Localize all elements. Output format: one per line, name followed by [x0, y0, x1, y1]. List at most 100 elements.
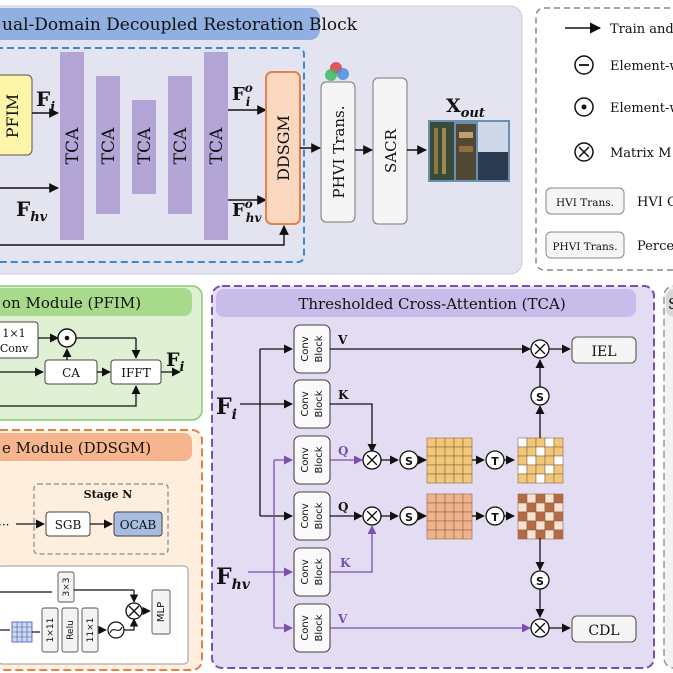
- tca-block-4: [168, 76, 192, 214]
- matrix-cell: [453, 529, 464, 540]
- legend-item-6: Perce: [637, 239, 673, 254]
- matrix-cell: [517, 437, 528, 448]
- tca-f-hv-label: Fhv: [216, 564, 251, 593]
- matrix-cell: [535, 493, 546, 504]
- matrix-cell: [544, 464, 555, 475]
- ddsgm-title: e Module (DDSGM): [2, 439, 151, 457]
- matrix-cell: [462, 511, 473, 522]
- matrix-cell: [544, 529, 555, 540]
- matrix-cell: [526, 511, 537, 522]
- matrix-cell: [526, 493, 537, 504]
- conv-block-k2: Conv Block: [293, 547, 331, 597]
- matrix-cell: [435, 437, 446, 448]
- label-k-top: K: [338, 388, 349, 402]
- matrix-cell: [526, 529, 537, 540]
- tca-label-4: TCA: [171, 127, 191, 164]
- matrix-cell: [444, 502, 455, 513]
- svg-text:S: S: [536, 575, 544, 588]
- matrix-cell: [453, 455, 464, 466]
- matrix-cell: [462, 529, 473, 540]
- matrix-cell: [426, 529, 437, 540]
- matrix-cell: [426, 493, 437, 504]
- matrix-cell: [444, 520, 455, 531]
- pfim-title-tab: [0, 288, 192, 316]
- stage-n-label: Stage N: [84, 488, 133, 501]
- svg-text:Conv: Conv: [300, 336, 311, 361]
- matrix-cell: [462, 493, 473, 504]
- matrix-cell: [444, 511, 455, 522]
- matrix-cell: [444, 455, 455, 466]
- right-panel-title: S: [668, 295, 673, 313]
- svg-text:S: S: [536, 391, 544, 404]
- matrix-cell: [426, 464, 437, 475]
- matrix-cell: [526, 502, 537, 513]
- sacr-block: [372, 77, 408, 225]
- f-hv-label: Fhv: [16, 197, 48, 225]
- matrix-cell: [517, 473, 528, 484]
- attention-matrix-4: [517, 493, 564, 540]
- svg-text:3×3: 3×3: [62, 578, 72, 597]
- matrix-cell: [435, 493, 446, 504]
- conv-block-v1: Conv Block: [293, 324, 331, 374]
- ddsgm-label: DDSGM: [274, 115, 293, 181]
- svg-text:S: S: [405, 455, 413, 468]
- tca-label-1: TCA: [63, 127, 83, 164]
- matrix-cell: [535, 529, 546, 540]
- matrix-cell: [535, 464, 546, 475]
- matrix-cell: [544, 493, 555, 504]
- matrix-cell: [462, 446, 473, 457]
- pfim-title: on Module (PFIM): [2, 294, 141, 312]
- matrix-cell: [462, 502, 473, 513]
- matrix-cell: [435, 455, 446, 466]
- matrix-cell: [444, 464, 455, 475]
- svg-text:T: T: [491, 455, 499, 468]
- grid-icon: [11, 621, 33, 643]
- matrix-cell: [426, 437, 437, 448]
- matrix-cell: [517, 493, 528, 504]
- matrix-cell: [535, 455, 546, 466]
- x-out-label: Xout: [446, 95, 485, 121]
- legend-item-5: HVI C: [637, 195, 673, 210]
- matrix-cell: [435, 520, 446, 531]
- tca-times-icon-4: [530, 618, 550, 638]
- matrix-cell: [444, 493, 455, 504]
- matrix-cell: [453, 446, 464, 457]
- svg-text:MLP: MLP: [156, 602, 167, 622]
- svg-text:Conv: Conv: [300, 391, 311, 416]
- ddsgm-ellipsis: ···: [0, 518, 9, 532]
- legend-item-2: Element-w: [610, 59, 673, 74]
- tca-block-2: [96, 76, 120, 214]
- matrix-cell: [517, 446, 528, 457]
- legend-item-1: Train and: [610, 22, 673, 37]
- svg-text:T: T: [491, 511, 499, 524]
- matrix-cell: [535, 502, 546, 513]
- svg-text:Conv: Conv: [300, 503, 311, 528]
- tca-times-icon-2: [362, 506, 382, 526]
- attention-matrix-2: [426, 493, 473, 540]
- matrix-cell: [544, 511, 555, 522]
- label-q-top: Q: [338, 444, 348, 458]
- matrix-cell: [535, 520, 546, 531]
- softmax-icon-3: S: [530, 386, 550, 406]
- softmax-icon-4: S: [530, 570, 550, 590]
- pfim-panel: on Module (PFIM) 1×1 Conv CA IFFT Fi: [0, 285, 203, 421]
- matrix-cell: [435, 502, 446, 513]
- conv-block-v2: Conv Block: [293, 603, 331, 653]
- ddsgm-title-tab: [0, 433, 192, 461]
- matrix-cell: [544, 446, 555, 457]
- legend-hvi-box-text: HVI Trans.: [556, 197, 614, 209]
- matrix-cell: [535, 473, 546, 484]
- top-panel-title-tab: [0, 8, 320, 40]
- matrix-cell: [544, 502, 555, 513]
- matrix-cell: [435, 446, 446, 457]
- legend-item-3: Element-w: [610, 101, 673, 116]
- svg-text:Block: Block: [314, 502, 325, 529]
- threshold-icon-2: T: [485, 506, 505, 526]
- matrix-cell: [426, 455, 437, 466]
- matrix-cell: [426, 511, 437, 522]
- matrix-cell: [553, 502, 564, 513]
- pfim-conv-box: [0, 321, 39, 359]
- matrix-cell: [553, 455, 564, 466]
- threshold-icon-1: T: [485, 450, 505, 470]
